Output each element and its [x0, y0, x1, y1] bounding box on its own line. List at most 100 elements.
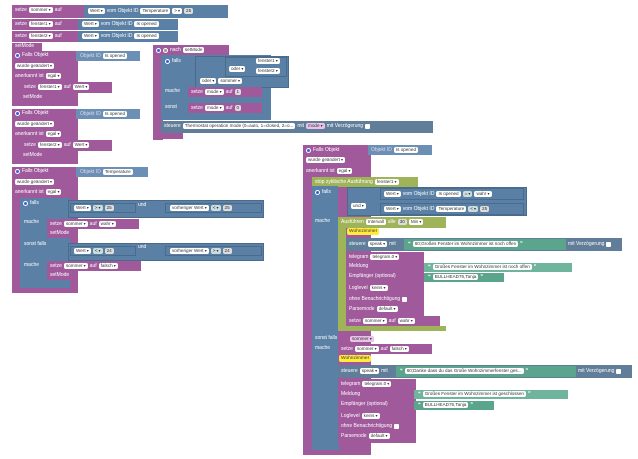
object-id-field[interactable]: Temperature: [436, 206, 467, 212]
variable-dropdown[interactable]: sommer: [362, 318, 387, 324]
gear-icon[interactable]: [15, 168, 20, 174]
ack-dropdown[interactable]: egal: [45, 73, 62, 79]
get-value-block[interactable]: [78, 19, 178, 30]
variable-dropdown[interactable]: fenster1: [37, 84, 62, 90]
number-field[interactable]: 25: [184, 8, 194, 14]
stop-cyclic-block[interactable]: [312, 177, 418, 187]
setmode-call[interactable]: [47, 271, 77, 280]
comment-wohnzimmer[interactable]: Wohnzimmer: [339, 355, 372, 362]
value-dropdown[interactable]: Wert: [72, 84, 90, 90]
operator-dropdown[interactable]: >: [92, 205, 103, 211]
variable-dropdown[interactable]: mode: [306, 123, 325, 129]
get-value-block[interactable]: [78, 31, 178, 42]
operator-dropdown[interactable]: <: [210, 205, 221, 211]
value-dropdown[interactable]: Wert: [74, 248, 91, 254]
procedure-name-field[interactable]: setMode: [182, 47, 205, 53]
trigger-type-dropdown[interactable]: wurde geändert: [15, 121, 55, 127]
setmode-call[interactable]: [20, 93, 50, 102]
or-dropdown[interactable]: oder: [200, 78, 217, 84]
set-sommer-block[interactable]: [47, 219, 139, 229]
number-field[interactable]: 25: [480, 206, 490, 212]
attr-dropdown[interactable]: Wert: [82, 21, 99, 27]
previous-value-dropdown[interactable]: vorheriger Wert: [170, 248, 209, 254]
compare-block[interactable]: [70, 246, 136, 256]
variable-dropdown[interactable]: fenster2: [28, 33, 53, 39]
set-sommer-block[interactable]: [338, 344, 432, 354]
interval-number-field[interactable]: 30: [397, 219, 407, 225]
variable-dropdown[interactable]: sommer: [354, 346, 379, 352]
object-id-field[interactable]: Is opened: [102, 111, 128, 117]
speak-dropdown[interactable]: speak: [359, 368, 380, 374]
variable-dropdown[interactable]: sommer: [63, 221, 88, 227]
comment-wohnzimmer[interactable]: Wohnzimmer: [347, 228, 380, 235]
trigger-type-dropdown[interactable]: wurde geändert: [306, 157, 346, 163]
silent-checkbox[interactable]: [402, 296, 408, 302]
text-field[interactable]: BULLHEAD76,Tanja: [432, 274, 479, 280]
gear-icon[interactable]: [23, 200, 28, 206]
bool-dropdown[interactable]: falsch: [98, 263, 118, 269]
setmode-call[interactable]: [20, 151, 50, 160]
gear-icon[interactable]: [15, 110, 20, 116]
attr-dropdown[interactable]: Wert: [82, 33, 99, 39]
gear-icon[interactable]: [315, 189, 320, 195]
setmode-call[interactable]: [47, 229, 77, 238]
object-id-field[interactable]: Thermostat operation mode (0=auto, 1=clo…: [182, 123, 296, 129]
variable-dropdown[interactable]: sommer: [63, 263, 88, 269]
variable-dropdown[interactable]: mode: [204, 89, 224, 95]
ack-dropdown[interactable]: egal: [45, 131, 62, 137]
variable-dropdown[interactable]: fenster2: [37, 142, 62, 148]
operator-dropdown[interactable]: <: [468, 206, 479, 212]
variable-dropdown[interactable]: sommer: [218, 78, 243, 84]
variable-dropdown[interactable]: sommer: [28, 7, 53, 13]
number-field[interactable]: 25: [104, 205, 114, 211]
variable-dropdown[interactable]: fenster1: [256, 58, 280, 64]
or-dropdown[interactable]: oder: [229, 66, 246, 72]
loglevel-dropdown[interactable]: keins: [361, 413, 380, 419]
telegram-instance-dropdown[interactable]: telegram.0: [362, 381, 392, 387]
delay-checkbox[interactable]: [616, 368, 622, 374]
variable-dropdown[interactable]: sommer: [350, 336, 374, 342]
object-id-field[interactable]: Is opened: [436, 191, 461, 197]
value-dropdown[interactable]: Wert: [384, 206, 401, 212]
object-id-field[interactable]: Is opened: [102, 53, 128, 59]
operator-dropdown[interactable]: <: [92, 248, 103, 254]
text-field[interactable]: 60;Danke dass du das Große Wohnzimmerfen…: [404, 368, 524, 374]
gear-icon[interactable]: [156, 47, 161, 53]
number-field[interactable]: 1: [234, 89, 242, 95]
speak-dropdown[interactable]: speak: [367, 241, 388, 247]
and-dropdown[interactable]: und: [351, 203, 366, 209]
operator-dropdown[interactable]: >: [210, 248, 221, 254]
value-dropdown[interactable]: Wert: [384, 191, 401, 197]
number-field[interactable]: 25: [222, 205, 232, 211]
variable-dropdown[interactable]: fenster1: [28, 21, 53, 27]
ack-dropdown[interactable]: egal: [45, 189, 62, 195]
loglevel-dropdown[interactable]: keins: [369, 285, 388, 291]
operator-dropdown[interactable]: =: [462, 191, 473, 197]
trigger-type-dropdown[interactable]: wurde geändert: [15, 63, 55, 69]
object-id-field[interactable]: Temperature: [102, 169, 133, 175]
gear-icon[interactable]: [15, 52, 20, 58]
set-sommer-block[interactable]: [47, 261, 141, 271]
set-fenster1-block[interactable]: [20, 82, 112, 93]
silent-checkbox[interactable]: [394, 423, 400, 429]
object-id-field[interactable]: Is opened: [134, 21, 159, 27]
help-icon[interactable]: [163, 47, 168, 53]
number-field[interactable]: 24: [222, 248, 232, 254]
set-fenster2-block[interactable]: [20, 140, 112, 151]
value-dropdown[interactable]: Wert: [72, 142, 90, 148]
bool-dropdown[interactable]: wahr: [397, 318, 415, 324]
parsemode-dropdown[interactable]: default: [376, 306, 398, 312]
variable-dropdown[interactable]: fenster2: [256, 68, 280, 74]
number-field[interactable]: 24: [104, 248, 114, 254]
set-mode-block[interactable]: [188, 87, 262, 97]
delay-checkbox[interactable]: [365, 123, 371, 129]
object-id-field[interactable]: Is opened: [393, 147, 419, 153]
bool-dropdown[interactable]: wahr: [474, 191, 492, 197]
text-field[interactable]: 60;Großes Fenster im Wohnzimmer ist noch…: [412, 241, 519, 247]
variable-dropdown[interactable]: fenster1: [374, 179, 399, 185]
interval-name-field[interactable]: Intervall: [365, 219, 386, 225]
compare-block[interactable]: [70, 203, 136, 213]
attr-dropdown[interactable]: Wert: [88, 8, 105, 14]
if-else-block-main[interactable]: [312, 186, 338, 448]
operator-dropdown[interactable]: >: [172, 8, 183, 14]
